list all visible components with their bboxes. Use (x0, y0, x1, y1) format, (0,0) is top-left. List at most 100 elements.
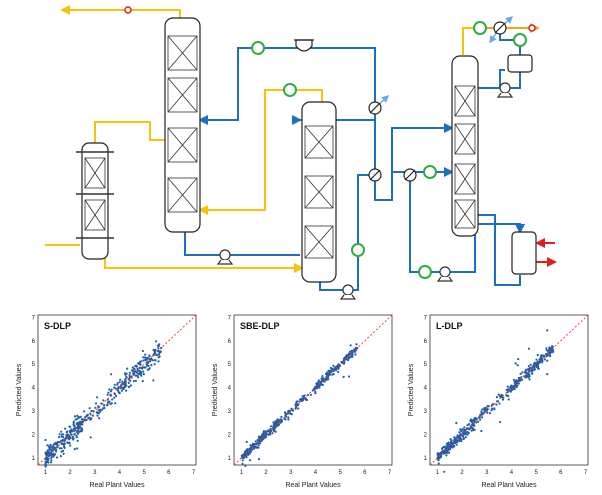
scatter-point (67, 442, 70, 445)
scatter-point (459, 428, 462, 431)
scatter-point (468, 422, 471, 426)
scatter-point (492, 403, 495, 406)
scatter-point (267, 433, 270, 436)
scatter-point (94, 406, 97, 409)
scatter-point (144, 358, 147, 361)
scatter-point (247, 451, 250, 454)
scatter-point (55, 456, 59, 459)
scatter-point (459, 437, 462, 440)
scatter-point (127, 385, 131, 388)
scatter-point (68, 425, 71, 428)
scatter-point (454, 440, 457, 444)
scatter-point (269, 433, 272, 436)
scatter-point (528, 378, 531, 381)
scatter-point (116, 382, 119, 385)
scatter-point (136, 368, 139, 371)
x-tick-label: 6 (363, 470, 367, 476)
scatter-point (531, 372, 534, 375)
scatter-point (97, 412, 100, 415)
scatter-point (463, 426, 466, 429)
scatter-point (446, 444, 449, 447)
y-tick-label: 4 (228, 386, 232, 392)
scatter-point (464, 436, 467, 439)
x-tick-label: 7 (192, 470, 196, 476)
scatter-point (148, 354, 151, 357)
scatter-point (85, 415, 88, 418)
scatter-point (472, 424, 475, 427)
scatter-point (88, 416, 91, 419)
pretreatment-column (76, 142, 114, 260)
scatter-point (44, 465, 47, 468)
y-tick-label: 3 (32, 409, 36, 415)
scatter-point (543, 358, 546, 361)
scatter-point (455, 443, 458, 446)
scatter-point (269, 425, 273, 428)
scatter-point (52, 448, 55, 451)
scatter-point (298, 400, 301, 403)
scatter-point (506, 385, 509, 388)
scatter-point (470, 429, 473, 432)
scatter-point (51, 445, 54, 448)
scatter-point (518, 376, 521, 380)
column-3 (451, 55, 479, 237)
scatter-point (465, 428, 468, 431)
scatter-point (447, 441, 450, 444)
scatter-point (157, 360, 160, 363)
scatter-point (154, 340, 158, 343)
y-tick-label: 2 (228, 433, 232, 439)
scatter-point (481, 416, 484, 419)
scatter-point (97, 409, 100, 412)
scatter-point (551, 345, 554, 348)
scatter-point (58, 447, 62, 450)
scatter-point (477, 420, 480, 423)
y-tick-label: 3 (424, 409, 428, 415)
scatter-point (91, 414, 94, 417)
scatter-point (80, 418, 83, 421)
scatter-point (138, 361, 141, 364)
scatter-point (46, 444, 49, 447)
scatter-point (472, 418, 475, 421)
scatter-point (295, 401, 298, 404)
scatter-point (297, 407, 300, 410)
scatter-point (140, 360, 143, 363)
pumps (216, 82, 514, 300)
scatter-point (466, 433, 469, 436)
x-tick-label: 7 (388, 470, 392, 476)
reflux-drum (507, 54, 533, 73)
scatter-point (540, 357, 543, 360)
scatter-point (519, 372, 522, 375)
scatter-point (73, 433, 76, 436)
scatter-point (99, 410, 102, 413)
scatter-point (498, 402, 501, 405)
scatter-point (491, 407, 494, 410)
scatter-point (485, 409, 488, 412)
scatter-point (146, 356, 149, 359)
scatter-point (483, 410, 486, 413)
scatter-point (90, 417, 93, 420)
scatter-point (243, 456, 246, 459)
scatter-point (545, 347, 548, 350)
scatter-point (497, 393, 500, 396)
scatter-point (539, 361, 542, 364)
scatter-point (326, 377, 329, 380)
scatter-point (458, 439, 461, 442)
y-axis-label: Predicted Values (16, 363, 23, 416)
scatter-point (445, 454, 448, 457)
scatter-point (133, 370, 136, 373)
scatter-point (110, 373, 113, 376)
scatter-point (96, 414, 99, 417)
scatter-point (446, 451, 449, 454)
x-tick-label: 4 (510, 470, 514, 476)
scatter-point (488, 412, 492, 415)
scatter-point (345, 358, 348, 361)
scatter-point (57, 436, 61, 439)
scatter-point (90, 409, 93, 413)
scatter-point (316, 387, 319, 390)
scatter-point (58, 441, 61, 444)
scatter-point (108, 388, 111, 391)
scatter-point (142, 356, 145, 359)
scatter-point (287, 418, 290, 421)
scatter-point (62, 442, 65, 446)
